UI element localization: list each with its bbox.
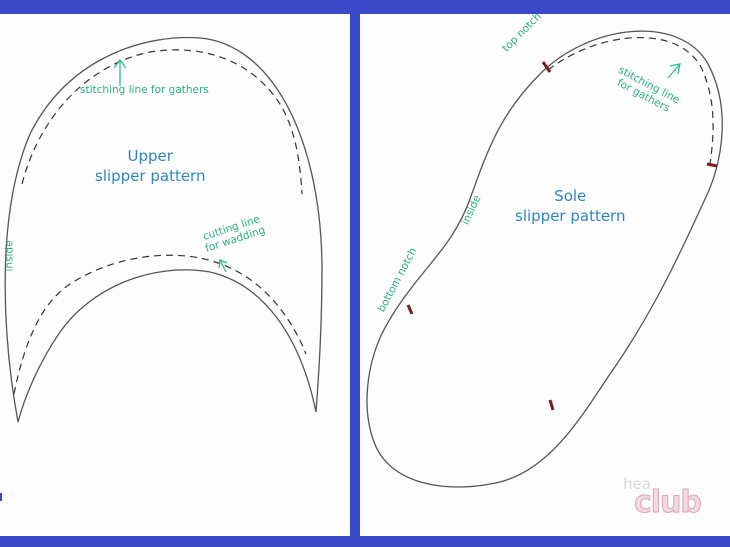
upper-pattern-drawing [4,36,323,423]
upper-pattern-panel: stitching line for gathers Upper slipper… [0,14,350,536]
upper-outer-outline [4,36,323,423]
sole-pattern-drawing [366,30,723,488]
watermark-big-text: club [634,485,703,521]
frame-edge-mark [0,493,2,501]
upper-stitching-arrow [113,58,127,86]
upper-stitching-label: stitching line for gathers [80,84,209,96]
watermark-small-text: hea [623,475,651,493]
sole-title-line2: slipper pattern [515,207,626,225]
sole-lower-notch [548,399,555,411]
sole-bottom-notch [406,304,414,315]
sole-pattern-title: Sole slipper pattern [515,186,625,226]
sole-pattern-panel: top notch stitching line for gathers Sol… [360,14,730,536]
upper-inside-label: inside [3,240,16,272]
upper-pattern-title: Upper slipper pattern [95,146,205,186]
upper-cutting-arrow [218,259,228,273]
sole-top-notch [541,61,552,73]
sole-outer-outline [366,30,723,488]
upper-title-line2: slipper pattern [95,167,206,185]
sole-title-line1: Sole [554,187,587,205]
sole-right-notch [706,162,718,168]
upper-cutting-line [13,254,307,395]
hea-club-watermark: hea club [620,475,710,523]
upper-stitching-line [21,49,303,195]
sole-stitching-arrow [667,63,681,79]
sole-stitching-line [547,37,714,165]
upper-title-line1: Upper [127,147,173,165]
